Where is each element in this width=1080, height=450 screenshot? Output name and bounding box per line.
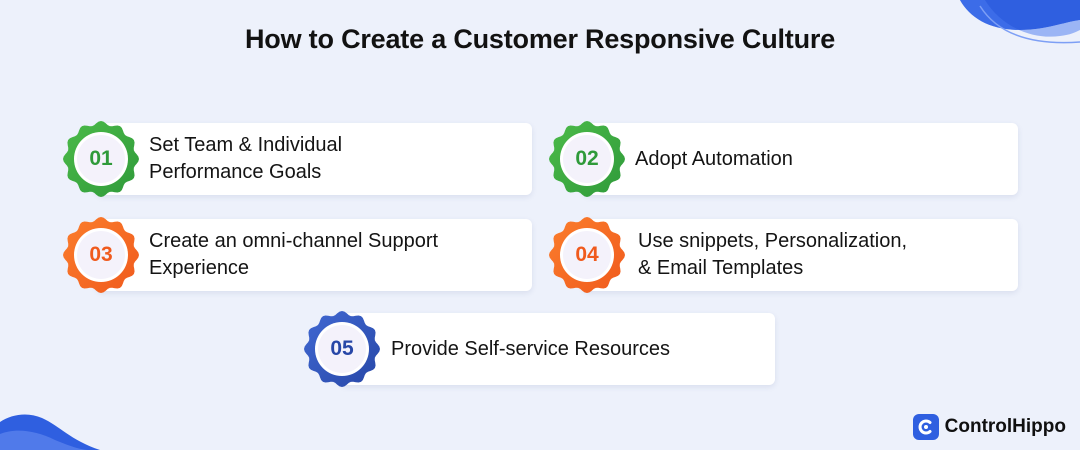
brand-name: ControlHippo [944,416,1066,437]
step-badge-05: 05 [303,310,381,388]
step-card-02: Adopt Automation [583,123,1018,195]
scalloped-badge-icon [63,217,139,293]
step-text-03: Create an omni-channel Support Experienc… [149,230,439,279]
step-number-01: 01 [89,147,113,170]
decorative-wave-bottom-left [0,414,100,450]
step-badge-01: 01 [62,120,140,198]
scalloped-badge-icon [549,217,625,293]
page-title: How to Create a Customer Responsive Cult… [244,24,836,54]
step-badge-04: 04 [548,216,626,294]
controlhippo-logo-icon [912,414,939,440]
step-number-03: 03 [89,243,113,266]
step-badge-03: 03 [62,216,140,294]
step-card-01: Set Team & Individual Performance Goals [96,123,532,195]
step-text-02: Adopt Automation [635,147,793,170]
step-card-03: Create an omni-channel Support Experienc… [96,219,532,291]
step-number-05: 05 [330,337,354,360]
step-text-04: Use snippets, Personalization, & Email T… [638,230,908,279]
scalloped-badge-icon [63,121,139,197]
scalloped-badge-icon [549,121,625,197]
step-text-05: Provide Self-service Resources [391,337,670,360]
step-number-04: 04 [575,243,599,266]
brand-logo: ControlHippo [912,414,1066,440]
step-number-02: 02 [575,147,599,170]
step-card-04: Use snippets, Personalization, & Email T… [583,219,1018,291]
step-badge-02: 02 [548,120,626,198]
step-card-05: Provide Self-service Resources [340,313,775,385]
decorative-wave-top-right [960,0,1080,44]
step-text-01: Set Team & Individual Performance Goals [149,134,343,183]
scalloped-badge-icon [304,311,380,387]
